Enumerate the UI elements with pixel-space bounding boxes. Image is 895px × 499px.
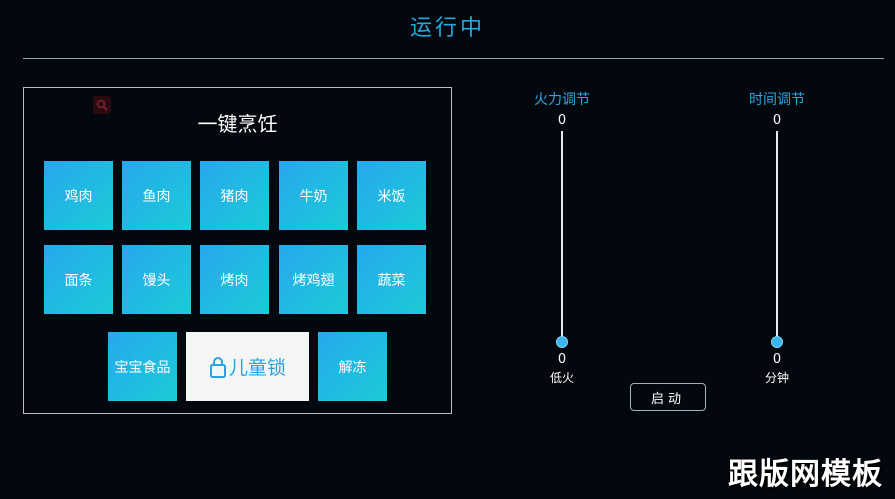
food-button-chicken-wings[interactable]: 烤鸡翅 bbox=[279, 245, 348, 314]
one-key-cooking-panel: 一键烹饪 鸡肉 鱼肉 猪肉 牛奶 米饭 面条 馒头 烤肉 烤鸡翅 蔬菜 宝宝食品… bbox=[23, 87, 452, 414]
lock-icon bbox=[209, 356, 226, 378]
panel-title: 一键烹饪 bbox=[197, 112, 278, 136]
header-divider bbox=[23, 58, 884, 59]
fire-unit: 低火 bbox=[549, 371, 574, 385]
child-lock-label: 儿童锁 bbox=[228, 357, 286, 379]
time-slider-track[interactable] bbox=[776, 131, 778, 343]
time-slider-label: 时间调节 bbox=[749, 92, 805, 108]
watermark-text: 跟版网模板 bbox=[728, 457, 883, 492]
food-button-buns[interactable]: 馒头 bbox=[122, 245, 191, 314]
child-lock-button[interactable]: 儿童锁 bbox=[186, 332, 309, 401]
food-button-vegetables[interactable]: 蔬菜 bbox=[357, 245, 426, 314]
fire-slider-track[interactable] bbox=[561, 131, 563, 343]
fire-value: 0 bbox=[557, 352, 567, 367]
baby-food-button[interactable]: 宝宝食品 bbox=[108, 332, 177, 401]
time-max-value: 0 bbox=[772, 113, 782, 128]
food-button-roast-meat[interactable]: 烤肉 bbox=[200, 245, 269, 314]
food-button-pork[interactable]: 猪肉 bbox=[200, 161, 269, 230]
fire-max-value: 0 bbox=[557, 113, 567, 128]
start-button[interactable]: 启动 bbox=[630, 383, 706, 411]
time-slider-thumb[interactable] bbox=[771, 336, 783, 348]
fire-slider-thumb[interactable] bbox=[556, 336, 568, 348]
food-button-chicken[interactable]: 鸡肉 bbox=[44, 161, 113, 230]
time-value: 0 bbox=[772, 352, 782, 367]
food-button-milk[interactable]: 牛奶 bbox=[279, 161, 348, 230]
time-unit: 分钟 bbox=[764, 371, 789, 385]
food-button-fish[interactable]: 鱼肉 bbox=[122, 161, 191, 230]
food-button-noodles[interactable]: 面条 bbox=[44, 245, 113, 314]
food-button-rice[interactable]: 米饭 bbox=[357, 161, 426, 230]
fire-slider-label: 火力调节 bbox=[534, 92, 590, 108]
status-title: 运行中 bbox=[409, 16, 485, 41]
defrost-button[interactable]: 解冻 bbox=[318, 332, 387, 401]
search-icon[interactable] bbox=[93, 96, 111, 114]
